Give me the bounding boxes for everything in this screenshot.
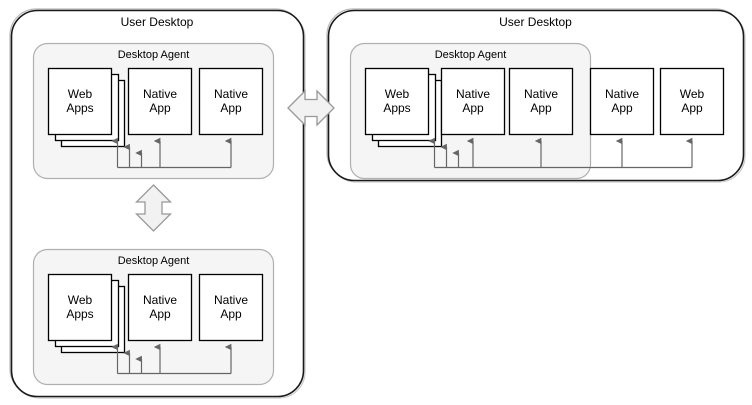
desktop-to-desktop-link-arrow xyxy=(287,89,335,127)
agent-connector-bus-top-left xyxy=(111,137,232,169)
native-app-box-standalone xyxy=(589,67,655,136)
web-app-box-standalone xyxy=(659,67,725,136)
native-app-box xyxy=(440,67,506,136)
agent-connector-bus-right xyxy=(428,137,693,169)
native-app-box xyxy=(127,67,193,136)
native-app-box xyxy=(198,67,264,136)
web-apps-stack-right xyxy=(364,67,443,148)
agent-to-agent-link-arrow xyxy=(134,184,173,232)
native-app-box xyxy=(198,273,264,342)
web-apps-stack-bottom-left xyxy=(47,273,126,354)
agent-connector-bus-bottom-left xyxy=(111,343,232,375)
native-app-box xyxy=(508,67,574,136)
web-apps-stack-top-left xyxy=(47,67,126,148)
native-app-box xyxy=(127,273,193,342)
